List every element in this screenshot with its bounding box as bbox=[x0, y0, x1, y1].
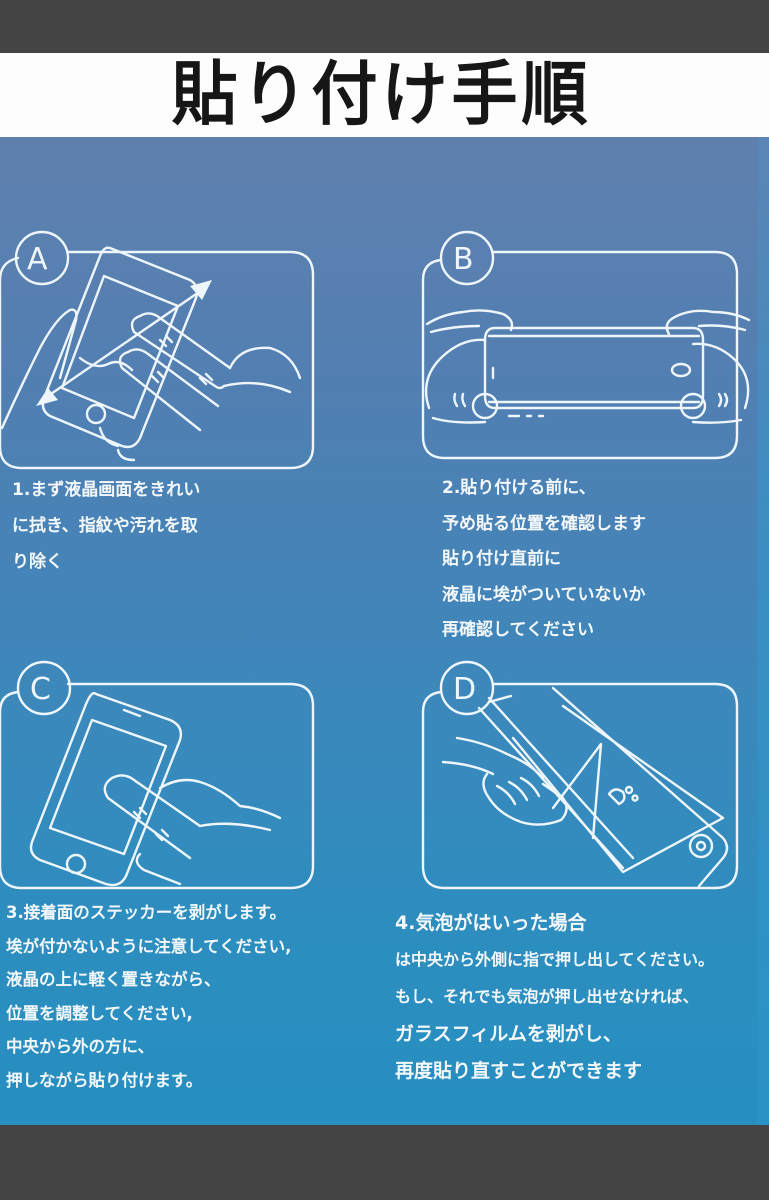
step-4-line: 再度貼り直すことができます bbox=[395, 1060, 643, 1082]
step-1-line: り除く bbox=[12, 552, 63, 572]
step-4-line: ガラスフィルムを剥がし、 bbox=[395, 1023, 622, 1045]
step-3-line: 埃が付かないように注意してください, bbox=[6, 936, 292, 956]
step-c-illustration: C bbox=[0, 658, 320, 898]
press-film-icon: C bbox=[0, 660, 315, 890]
remove-bubbles-icon: D bbox=[421, 660, 739, 890]
step-d-illustration: D bbox=[421, 658, 753, 898]
top-frame-bar bbox=[0, 0, 769, 53]
instructions-panel bbox=[0, 137, 769, 1125]
step-3-line: 液晶の上に軽く置きながら、 bbox=[6, 970, 221, 989]
step-1-text: 1.まず液晶画面をきれい に拭き、指紋や汚れを取 り除く bbox=[12, 478, 200, 586]
step-3-line: 3.接着面のステッカーを剥がします。 bbox=[6, 903, 287, 922]
wipe-screen-icon: A bbox=[0, 230, 315, 470]
badge-c: C bbox=[30, 672, 51, 707]
bottom-frame-bar bbox=[0, 1125, 769, 1200]
step-2-line: 液晶に埃がついていないか bbox=[442, 584, 646, 605]
step-1-line: に拭き、指紋や汚れを取 bbox=[12, 516, 198, 536]
badge-a: A bbox=[27, 242, 48, 277]
step-3-line: 中央から外の方に、 bbox=[6, 1037, 155, 1056]
step-4-text: 4.気泡がはいった場合 は中央から外側に指で押し出してください。 もし、それでも… bbox=[395, 910, 714, 1095]
step-b-illustration: B bbox=[421, 228, 753, 468]
step-3-line: 位置を調整してください, bbox=[6, 1003, 193, 1023]
badge-b: B bbox=[453, 242, 474, 277]
step-2-line: 予め貼る位置を確認します bbox=[442, 513, 646, 534]
step-2-line: 再確認してください bbox=[442, 620, 594, 640]
step-4-line: 4.気泡がはいった場合 bbox=[395, 912, 587, 934]
title-band: 貼り付け手順 bbox=[0, 53, 769, 137]
step-4-line: もし、それでも気泡が押し出せなければ、 bbox=[395, 987, 699, 1006]
step-1-line: 1.まず液晶画面をきれい bbox=[12, 480, 201, 500]
step-2-line: 2.貼り付ける前に、 bbox=[442, 478, 596, 498]
step-3-text: 3.接着面のステッカーを剥がします。 埃が付かないように注意してください, 液晶… bbox=[6, 901, 291, 1102]
page-title: 貼り付け手順 bbox=[171, 54, 592, 135]
align-position-icon: B bbox=[421, 230, 751, 460]
step-2-line: 貼り付け直前に bbox=[442, 549, 561, 569]
right-edge-strip bbox=[757, 137, 769, 1125]
step-3-line: 押しながら貼り付けます。 bbox=[6, 1070, 203, 1090]
step-4-line: は中央から外側に指で押し出してください。 bbox=[395, 950, 715, 969]
step-a-illustration: A bbox=[0, 228, 320, 473]
badge-d: D bbox=[453, 672, 476, 707]
step-2-text: 2.貼り付ける前に、 予め貼る位置を確認します 貼り付け直前に 液晶に埃がついて… bbox=[442, 476, 646, 654]
